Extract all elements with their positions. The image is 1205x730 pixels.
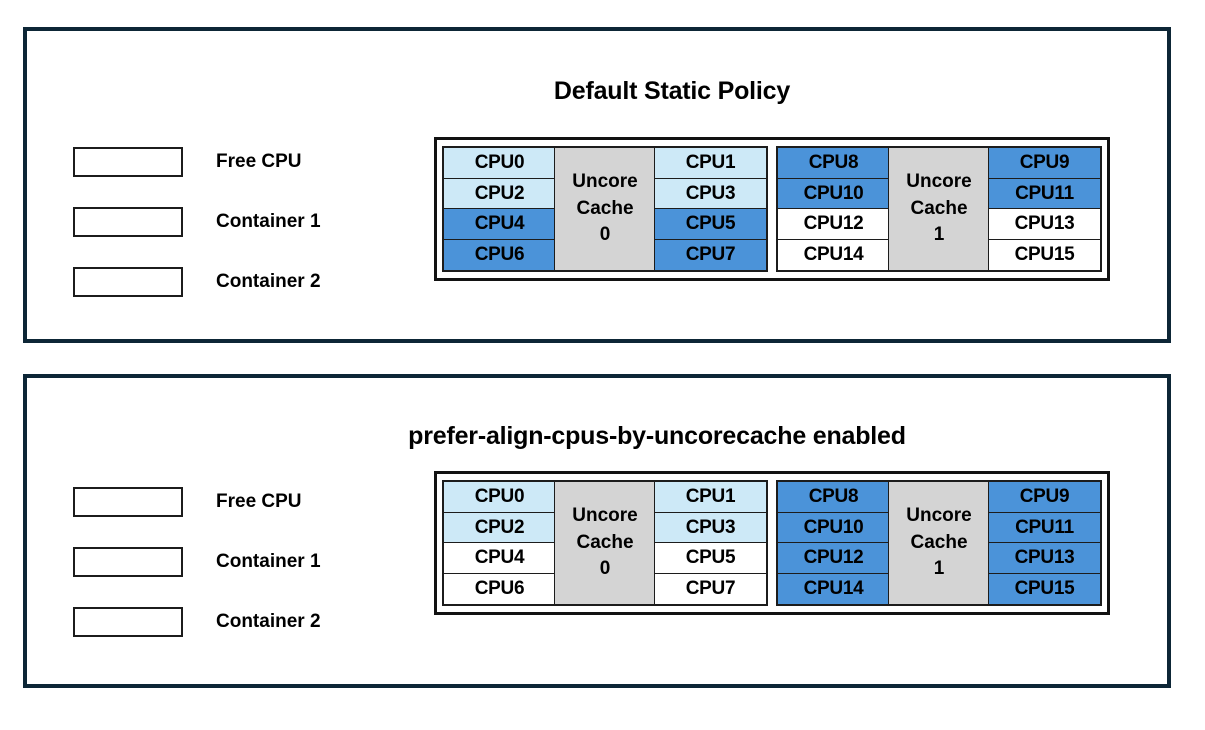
cpu-cell: CPU5: [654, 208, 767, 241]
legend-item-container-2: Container 2: [73, 252, 321, 312]
cpu-column-left: CPU8 CPU10 CPU12 CPU14: [777, 147, 890, 271]
legend-swatch-container-1: [73, 207, 183, 237]
cpu-cell: CPU6: [443, 572, 556, 605]
cpu-cell: CPU3: [654, 177, 767, 210]
cpu-cell: CPU3: [654, 511, 767, 544]
uncore-cache-group-0: CPU0 CPU2 CPU4 CPU6 Uncore Cache 0 CPU1 …: [442, 480, 768, 606]
cpu-column-left: CPU8 CPU10 CPU12 CPU14: [777, 481, 890, 605]
legend-swatch-free-cpu: [73, 487, 183, 517]
cpu-cell: CPU1: [654, 147, 767, 180]
legend-label-container-1: Container 1: [216, 211, 321, 232]
cpu-cell: CPU8: [777, 147, 890, 180]
uncore-cache-group-1: CPU8 CPU10 CPU12 CPU14 Uncore Cache 1 CP…: [776, 480, 1102, 606]
legend: Free CPU Container 1 Container 2: [73, 472, 321, 652]
cpu-cell: CPU9: [988, 147, 1101, 180]
uncore-cache-group-0: CPU0 CPU2 CPU4 CPU6 Uncore Cache 0 CPU1 …: [442, 146, 768, 272]
uncore-cache-line-2: Cache: [910, 531, 968, 553]
uncore-cache-line-2: Cache: [910, 197, 968, 219]
cpu-cell: CPU8: [777, 481, 890, 514]
uncore-cache-line-1: Uncore: [906, 504, 972, 526]
cpu-cell: CPU7: [654, 572, 767, 605]
uncore-cache-index: 1: [933, 558, 945, 580]
cpu-cell: CPU4: [443, 542, 556, 575]
cpu-cell: CPU9: [988, 481, 1101, 514]
uncore-cache-line-1: Uncore: [906, 170, 972, 192]
legend-item-container-1: Container 1: [73, 192, 321, 252]
cpu-cell: CPU15: [988, 572, 1101, 605]
uncore-cache-index: 0: [599, 224, 611, 246]
page-title: Default Static Policy: [553, 77, 791, 105]
cpu-column-right: CPU1 CPU3 CPU5 CPU7: [654, 147, 767, 271]
legend-item-free-cpu: Free CPU: [73, 132, 321, 192]
cpu-cell: CPU0: [443, 481, 556, 514]
legend-swatch-container-1: [73, 547, 183, 577]
legend-item-container-2: Container 2: [73, 592, 321, 652]
cpu-cell: CPU14: [777, 572, 890, 605]
cpu-topology-table: CPU0 CPU2 CPU4 CPU6 Uncore Cache 0 CPU1 …: [434, 137, 1110, 281]
cpu-cell: CPU7: [654, 238, 767, 271]
cpu-cell: CPU2: [443, 177, 556, 210]
uncore-cache-group-1: CPU8 CPU10 CPU12 CPU14 Uncore Cache 1 CP…: [776, 146, 1102, 272]
cpu-cell: CPU10: [777, 177, 890, 210]
cpu-cell: CPU14: [777, 238, 890, 271]
cpu-cell: CPU13: [988, 208, 1101, 241]
uncore-cache-line-2: Cache: [576, 197, 634, 219]
cpu-column-right: CPU9 CPU11 CPU13 CPU15: [988, 481, 1101, 605]
cpu-column-right: CPU1 CPU3 CPU5 CPU7: [654, 481, 767, 605]
cpu-cell: CPU6: [443, 238, 556, 271]
cpu-cell: CPU2: [443, 511, 556, 544]
cpu-cell: CPU4: [443, 208, 556, 241]
cpu-cell: CPU10: [777, 511, 890, 544]
cpu-topology-table: CPU0 CPU2 CPU4 CPU6 Uncore Cache 0 CPU1 …: [434, 471, 1110, 615]
legend-label-container-2: Container 2: [216, 271, 321, 292]
cpu-cell: CPU13: [988, 542, 1101, 575]
uncore-cache-box: Uncore Cache 0: [554, 481, 656, 605]
cpu-cell: CPU11: [988, 177, 1101, 210]
cpu-cell: CPU12: [777, 208, 890, 241]
uncore-cache-line-1: Uncore: [572, 504, 638, 526]
uncore-cache-box: Uncore Cache 1: [888, 147, 990, 271]
cpu-cell: CPU0: [443, 147, 556, 180]
legend-swatch-container-2: [73, 267, 183, 297]
uncore-cache-box: Uncore Cache 0: [554, 147, 656, 271]
legend-label-container-1: Container 1: [216, 551, 321, 572]
uncore-cache-line-2: Cache: [576, 531, 634, 553]
cpu-cell: CPU1: [654, 481, 767, 514]
page-title: prefer-align-cpus-by-uncorecache enabled: [408, 422, 906, 450]
legend-label-free-cpu: Free CPU: [216, 491, 302, 512]
legend-label-free-cpu: Free CPU: [216, 151, 302, 172]
cpu-cell: CPU15: [988, 238, 1101, 271]
legend-swatch-free-cpu: [73, 147, 183, 177]
cpu-column-left: CPU0 CPU2 CPU4 CPU6: [443, 481, 556, 605]
uncore-cache-box: Uncore Cache 1: [888, 481, 990, 605]
legend-swatch-container-2: [73, 607, 183, 637]
legend-item-container-1: Container 1: [73, 532, 321, 592]
legend-label-container-2: Container 2: [216, 611, 321, 632]
cpu-cell: CPU11: [988, 511, 1101, 544]
legend-item-free-cpu: Free CPU: [73, 472, 321, 532]
legend: Free CPU Container 1 Container 2: [73, 132, 321, 312]
diagram-panel-prefer-align-cpus-by-uncorecache: prefer-align-cpus-by-uncorecache enabled…: [23, 374, 1171, 688]
cpu-column-right: CPU9 CPU11 CPU13 CPU15: [988, 147, 1101, 271]
cpu-column-left: CPU0 CPU2 CPU4 CPU6: [443, 147, 556, 271]
cpu-cell: CPU12: [777, 542, 890, 575]
cpu-cell: CPU5: [654, 542, 767, 575]
uncore-cache-index: 0: [599, 558, 611, 580]
diagram-panel-default-static-policy: Default Static Policy Free CPU Container…: [23, 27, 1171, 343]
uncore-cache-line-1: Uncore: [572, 170, 638, 192]
uncore-cache-index: 1: [933, 224, 945, 246]
